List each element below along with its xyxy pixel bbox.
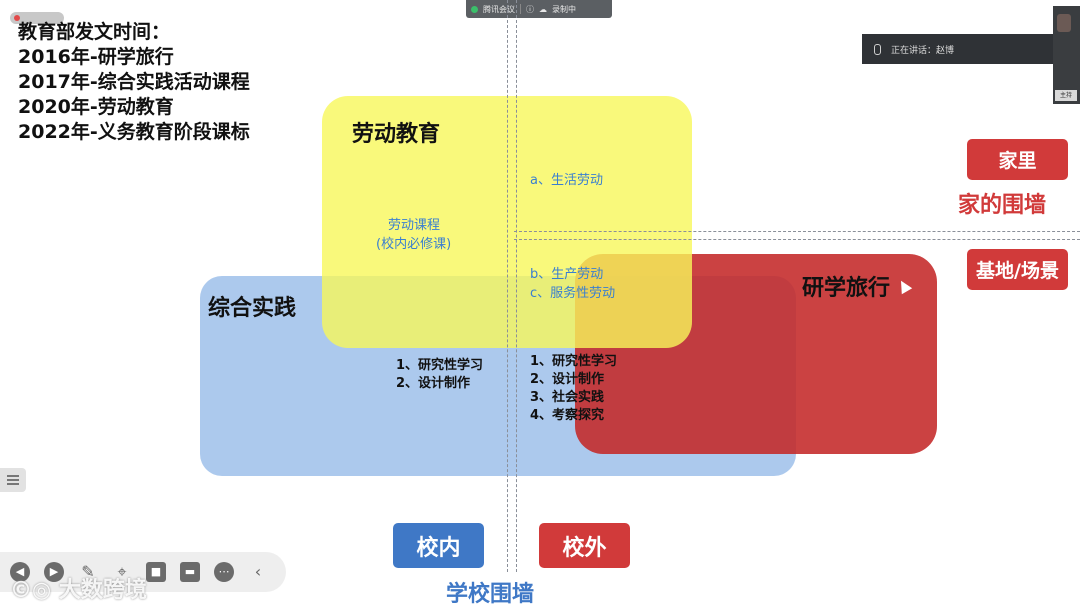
school-wall-label: 学校围墙 [446,576,534,608]
base-scene-tag: 基地/场景 [967,249,1068,290]
cloud-record-icon: ☁ [539,5,547,14]
timeline-line: 2022年-义务教育阶段课标 [18,120,250,145]
list-item: 3、社会实践 [530,389,617,407]
list-item: 1、研究性学习 [530,353,617,371]
labor-course-label: 劳动课程 [388,217,440,235]
microphone-icon [874,44,881,55]
school-wall-divider [507,0,517,572]
timeline-line: 2016年-研学旅行 [18,45,250,70]
comprehensive-practice-title: 综合实践 [208,290,296,322]
labor-item-life: a、生活劳动 [530,172,603,190]
speaker-panel: 正在讲话：赵博 [862,34,1058,64]
signal-icon [471,6,478,13]
list-item: 4、考察探究 [530,407,617,425]
watermark: ©◎ 大数跨境 [10,572,147,604]
list-item: 1、研究性学习 [396,357,483,375]
speaker-text: 正在讲话：赵博 [891,43,954,56]
divider [520,4,521,14]
list-item: 2、设计制作 [396,375,483,393]
timeline-line: 2020年-劳动教育 [18,95,250,120]
policy-timeline: 教育部发文时间： 2016年-研学旅行 2017年-综合实践活动课程 2020年… [18,20,250,145]
labor-item-service: c、服务性劳动 [530,285,615,303]
practice-list: 1、研究性学习 2、设计制作 [396,357,483,393]
camera-icon[interactable]: ■ [146,562,166,582]
speaker-name: 赵博 [936,46,954,56]
timeline-heading: 教育部发文时间： [18,20,250,45]
home-wall-label: 家的围墙 [958,187,1046,219]
labor-education-title: 劳动教育 [352,116,440,148]
timeline-line: 2017年-综合实践活动课程 [18,70,250,95]
meeting-status-bar[interactable]: 腾讯会议 ⓘ ☁ 录制中 [466,0,612,18]
more-icon[interactable]: ⋯ [214,562,234,582]
home-wall-divider [514,231,1080,240]
participant-video-tile[interactable]: 主持 [1053,6,1080,104]
home-tag: 家里 [967,139,1068,180]
inside-school-tag: 校内 [393,523,484,568]
outside-school-tag: 校外 [539,523,630,568]
watermark-logo-icon: ©◎ [10,578,59,603]
recording-label: 录制中 [552,4,576,15]
info-icon[interactable]: ⓘ [526,4,534,15]
list-item: 2、设计制作 [530,371,617,389]
study-tour-title: 研学旅行 [802,270,890,302]
participant-avatar [1057,14,1071,32]
collapse-chevron-icon[interactable]: ‹ [248,562,268,582]
study-tour-list: 1、研究性学习 2、设计制作 3、社会实践 4、考察探究 [530,353,617,425]
chat-icon[interactable]: ▬ [180,562,200,582]
labor-course-note: (校内必修课) [376,236,451,254]
slide-list-button[interactable] [0,468,26,492]
labor-item-production: b、生产劳动 [530,266,603,284]
host-tag: 主持 [1055,90,1077,101]
